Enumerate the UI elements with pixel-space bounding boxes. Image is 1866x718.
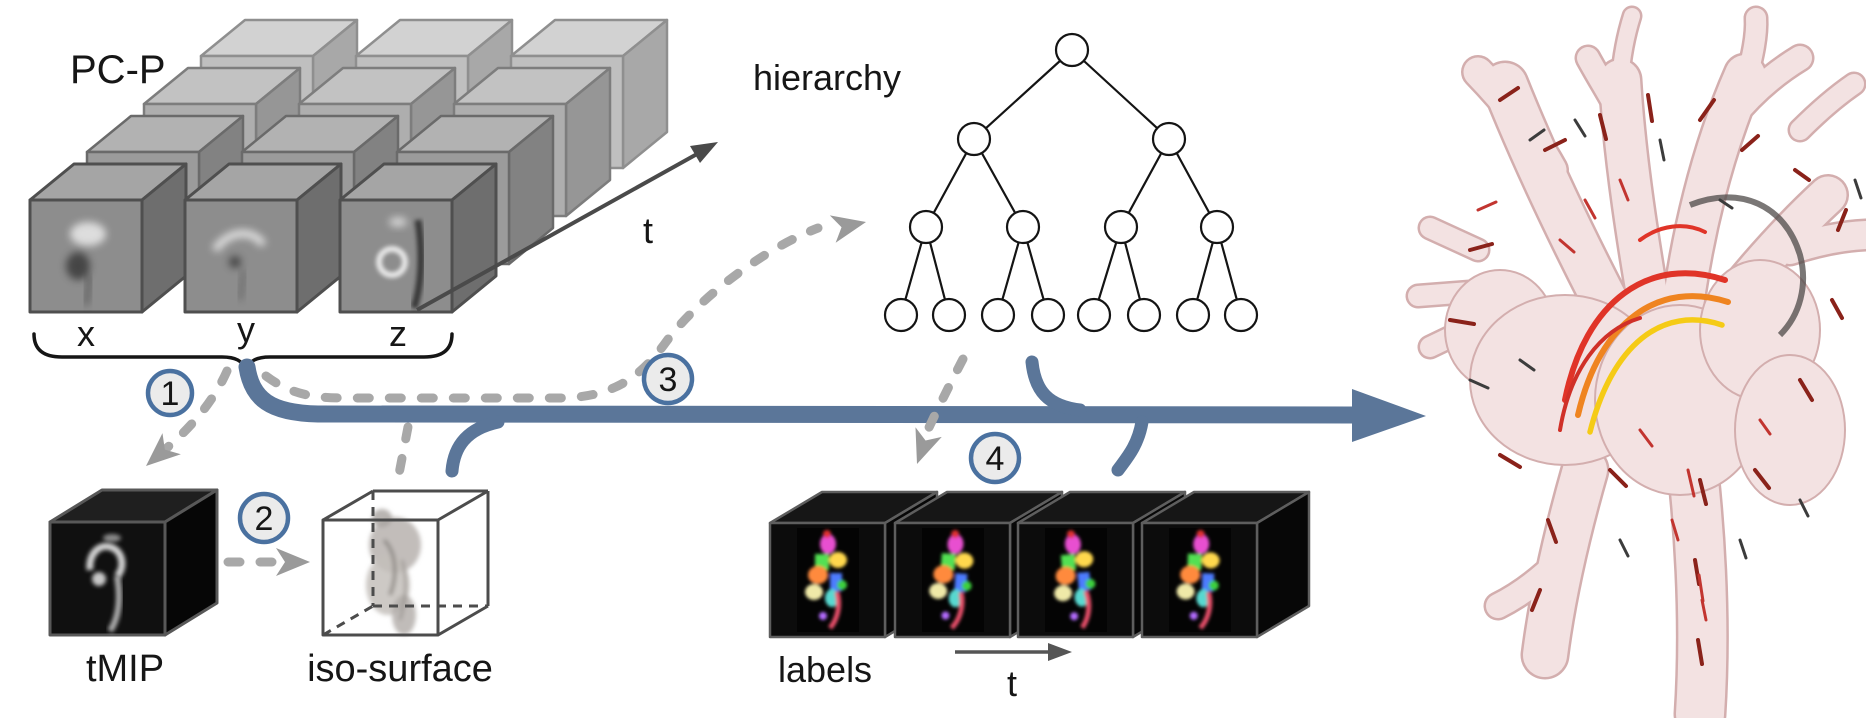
main-flow: [238, 355, 1426, 478]
tree-node: [1126, 297, 1162, 333]
step-badges: 1 2 3 4: [145, 352, 1022, 545]
velocity-glyphs-dark: [1468, 118, 1863, 560]
labels-tributary: [1111, 415, 1149, 477]
tree-node: [1223, 297, 1259, 333]
velocity-glyphs: [1448, 86, 1848, 666]
dashed-link-iso: [394, 422, 413, 479]
tree-node: [1199, 209, 1235, 245]
dashed-arrow-4: [920, 354, 968, 441]
iso-surface-image: [366, 509, 421, 635]
heart-flow-visualization: [1405, 5, 1866, 718]
step-4-badge: 4: [968, 431, 1022, 485]
step-4-number: 4: [986, 440, 1005, 478]
hierarchy-label: hierarchy: [753, 57, 901, 98]
labels-time-label: t: [1007, 663, 1017, 704]
labels-stack: [768, 490, 1311, 639]
time-axis-arrowhead: [690, 142, 718, 163]
arrowhead-1: [136, 433, 181, 477]
tree-node: [908, 209, 944, 245]
tree-node: [1005, 209, 1041, 245]
hierarchy-tree: [883, 32, 1259, 333]
arrowhead-2: [276, 548, 310, 576]
tree-node: [1175, 297, 1211, 333]
velocity-glyphs-red: [1476, 178, 1772, 622]
axis-z-label: z: [389, 313, 407, 354]
step-2-badge: 2: [237, 491, 291, 545]
arrowhead-4: [903, 427, 942, 469]
tree-nodes: [883, 32, 1259, 333]
tree-node: [883, 297, 919, 333]
tree-node: [1151, 121, 1187, 157]
pcp-cube: [28, 162, 188, 314]
pcp-label: PC-P: [70, 48, 166, 92]
tree-node: [1054, 32, 1090, 68]
iso-surface-wireframe: [321, 489, 490, 637]
tree-edges: [899, 49, 1243, 316]
iso-surface-cube: [321, 489, 490, 637]
step-1-badge: 1: [145, 368, 195, 418]
iso-surface-tributary: [445, 415, 505, 478]
tmip-label: tMIP: [86, 648, 164, 690]
time-axis: [416, 142, 718, 312]
pcp-x-image: [66, 222, 106, 306]
step-2-number: 2: [255, 500, 274, 538]
step-1-number: 1: [161, 375, 180, 413]
labels-time-arrowhead: [1048, 643, 1072, 661]
tree-node: [1076, 297, 1112, 333]
dashed-arrows: [157, 223, 968, 567]
pcp-cube: [183, 162, 343, 314]
labels-cube: [1140, 490, 1311, 639]
tmip-cube: [48, 488, 219, 637]
pcp-stack: [28, 18, 669, 314]
axis-x-label: x: [77, 313, 95, 354]
tree-node: [980, 297, 1016, 333]
pcp-z-image: [376, 217, 425, 310]
tree-node: [931, 297, 967, 333]
step-3-number: 3: [659, 361, 678, 399]
step-3-badge: 3: [641, 352, 695, 406]
tree-node: [1103, 209, 1139, 245]
time-axis-label: t: [643, 210, 653, 251]
tmip-image: [86, 534, 126, 633]
dashed-arrow-1: [157, 366, 232, 457]
arrowhead-3: [829, 208, 869, 243]
tree-node: [1030, 297, 1066, 333]
dashed-arrow-3: [261, 223, 823, 403]
labels-time-axis: [955, 643, 1072, 661]
hierarchy-tributary: [1025, 355, 1087, 417]
labels-label: labels: [778, 649, 872, 690]
axis-y-label: y: [237, 309, 255, 350]
flow-pathlines: [1558, 224, 1731, 435]
main-flow-arrowhead: [1352, 389, 1426, 442]
pcp-y-image: [211, 229, 267, 301]
iso-surface-label: iso-surface: [307, 648, 493, 690]
tree-node: [956, 121, 992, 157]
